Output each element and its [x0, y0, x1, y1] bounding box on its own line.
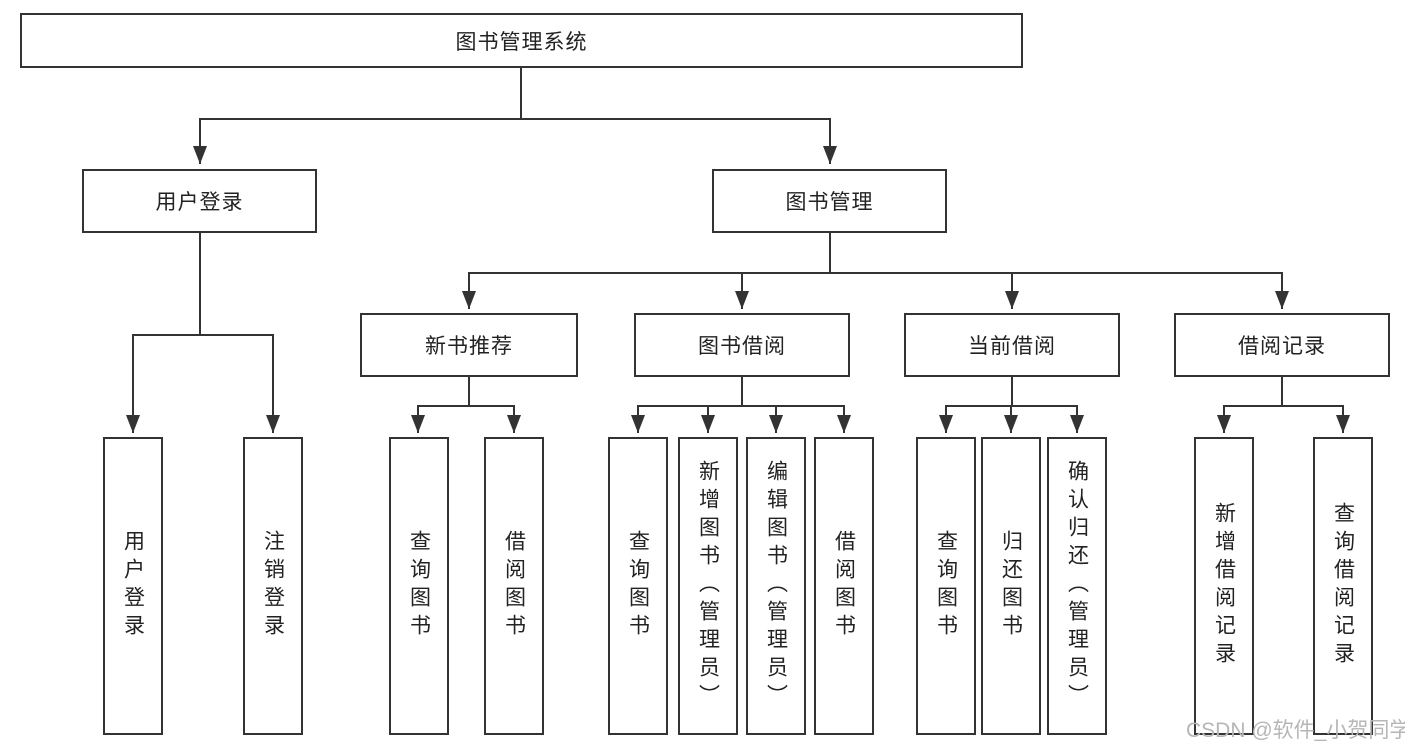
leaf-records-query-record-label: 查询借阅记录 [1331, 502, 1355, 670]
connector-root-to-level2 [193, 68, 837, 164]
node-new-book-recommend-label: 新书推荐 [425, 335, 513, 358]
node-user-login: 用户登录 [82, 169, 317, 233]
leaf-user-login: 用户登录 [103, 437, 163, 735]
node-borrow-records: 借阅记录 [1174, 313, 1390, 377]
leaf-borrow-borrow-books: 借阅图书 [814, 437, 874, 735]
node-user-login-label: 用户登录 [155, 191, 244, 214]
leaf-logout-label: 注销登录 [261, 530, 285, 642]
watermark-text: CSDN @软件_小贺同学 [1186, 719, 1405, 742]
node-library-system: 图书管理系统 [20, 13, 1023, 68]
node-current-borrow-label: 当前借阅 [968, 335, 1056, 358]
connector-borrow-records-children [1217, 377, 1350, 433]
node-borrow-records-label: 借阅记录 [1238, 335, 1326, 358]
leaf-recommend-query-books-label: 查询图书 [407, 530, 431, 642]
node-book-management-label: 图书管理 [785, 191, 874, 214]
connector-current-borrow-children [939, 377, 1084, 433]
leaf-user-login-label: 用户登录 [121, 530, 145, 642]
leaf-current-return-books-label: 归还图书 [999, 530, 1023, 642]
leaf-borrow-edit-book-admin: 编辑图书（管理员） [746, 437, 806, 735]
leaf-borrow-edit-book-admin-label: 编辑图书（管理员） [764, 460, 788, 712]
connector-book-management-children [462, 233, 1289, 309]
leaf-recommend-borrow-books-label: 借阅图书 [502, 530, 526, 642]
node-book-borrow-label: 图书借阅 [698, 335, 786, 358]
leaf-current-confirm-return-admin: 确认归还（管理员） [1047, 437, 1107, 735]
node-current-borrow: 当前借阅 [904, 313, 1120, 377]
connector-new-book-children [411, 377, 521, 433]
leaf-borrow-query-books-label: 查询图书 [626, 530, 650, 642]
leaf-logout: 注销登录 [243, 437, 303, 735]
leaf-records-add-record: 新增借阅记录 [1194, 437, 1254, 735]
leaf-recommend-borrow-books: 借阅图书 [484, 437, 544, 735]
leaf-current-confirm-return-admin-label: 确认归还（管理员） [1065, 460, 1089, 712]
leaf-current-return-books: 归还图书 [981, 437, 1041, 735]
leaf-borrow-borrow-books-label: 借阅图书 [832, 530, 856, 642]
node-library-system-label: 图书管理系统 [455, 30, 588, 54]
leaf-current-query-books: 查询图书 [916, 437, 976, 735]
leaf-records-add-record-label: 新增借阅记录 [1212, 502, 1236, 670]
connector-user-login-children [126, 233, 280, 433]
leaf-borrow-query-books: 查询图书 [608, 437, 668, 735]
node-book-management: 图书管理 [712, 169, 947, 233]
node-book-borrow: 图书借阅 [634, 313, 850, 377]
leaf-current-query-books-label: 查询图书 [934, 530, 958, 642]
leaf-borrow-add-book-admin-label: 新增图书（管理员） [696, 460, 720, 712]
node-new-book-recommend: 新书推荐 [360, 313, 578, 377]
leaf-records-query-record: 查询借阅记录 [1313, 437, 1373, 735]
leaf-borrow-add-book-admin: 新增图书（管理员） [678, 437, 738, 735]
connector-book-borrow-children [631, 377, 851, 433]
leaf-recommend-query-books: 查询图书 [389, 437, 449, 735]
